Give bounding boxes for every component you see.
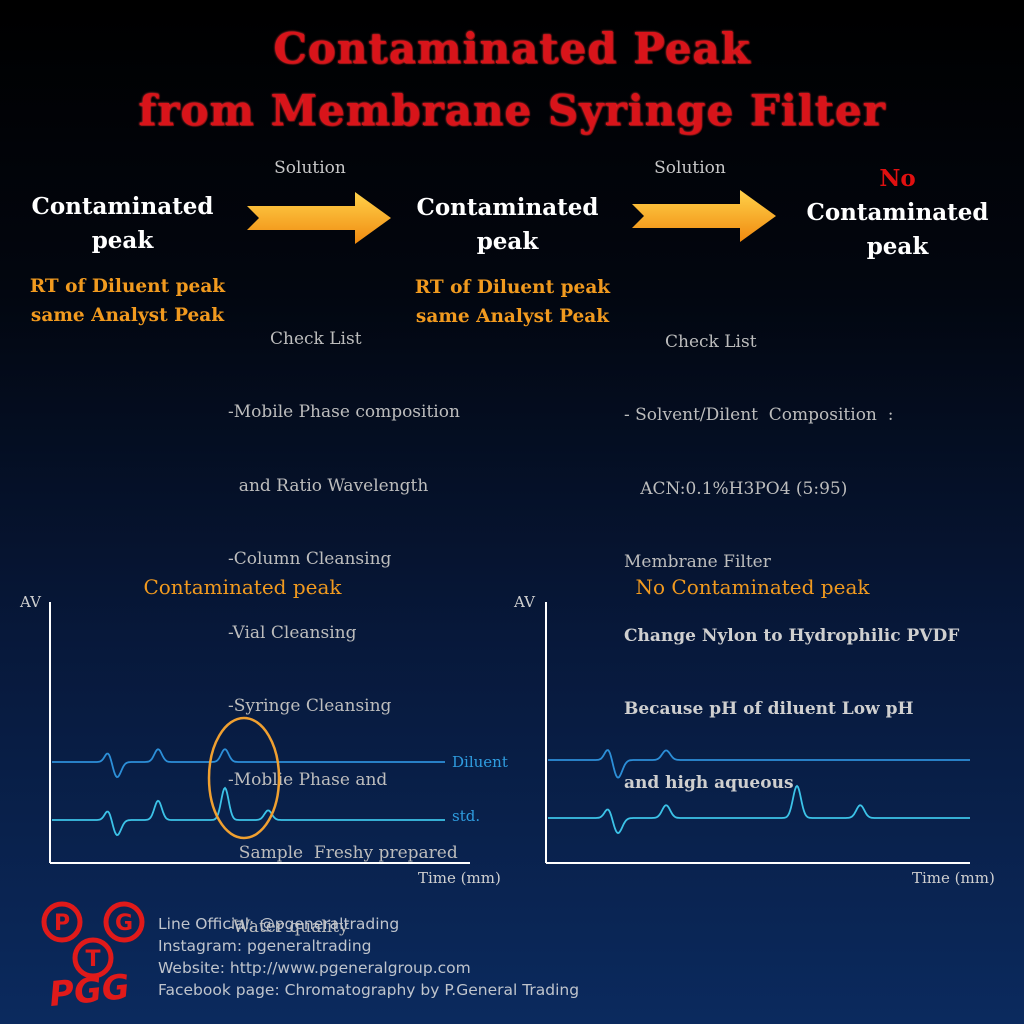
stage-1-line-2: peak [91, 227, 154, 254]
checklist-2-bold-item: and high aqueous [624, 772, 794, 793]
checklist-2-items: - Solvent/Dilent Composition : ACN:0.1%H… [624, 354, 959, 820]
stage-3-no: No [879, 165, 916, 192]
chart-2-y-label: AV [514, 593, 535, 611]
chart-2-series-line-1 [548, 749, 970, 779]
solution-label-1: Solution [274, 158, 346, 178]
rt-note-2-line-1: RT of Diluent peak [414, 277, 611, 298]
footer-contacts: Line Official: @pgeneraltrading Instagra… [158, 913, 579, 1001]
rt-note-1-line-1: RT of Diluent peak [29, 276, 226, 297]
chart-1-x-label: Time (mm) [418, 869, 501, 887]
checklist-2-item: ACN:0.1%H3PO4 (5:95) [624, 478, 848, 499]
chart-1-series-line-2 [52, 786, 445, 837]
chart-1-series-label-std: std. [452, 807, 481, 825]
footer-facebook: Facebook page: Chromatography by P.Gener… [158, 981, 580, 999]
chart-2-plot [545, 602, 970, 864]
stage-3-line-2: peak [866, 233, 929, 260]
stage-3-no-contaminated-peak: No Contaminated peak [795, 162, 1000, 264]
footer-website: Website: http://www.pgeneralgroup.com [158, 959, 471, 977]
stage-2-contaminated-peak: Contaminated peak [405, 191, 610, 259]
arrow-right-icon [247, 192, 391, 244]
checklist-2-heading: Check List [665, 332, 757, 352]
checklist-1-item: and Ratio Wavelength [228, 475, 429, 496]
logo-letter-t: T [85, 947, 100, 972]
chart-1-series-line-1 [52, 748, 445, 779]
stage-2-line-2: peak [476, 228, 539, 255]
checklist-1-item: -Water quality [228, 916, 349, 937]
chart-1-y-label: AV [20, 593, 41, 611]
chart-2-title: No Contaminated peak [635, 575, 870, 599]
checklist-1-heading: Check List [270, 329, 362, 349]
chart-1-plot [49, 602, 470, 864]
checklist-2-item: Membrane Filter [624, 552, 771, 572]
rt-note-2-line-2: same Analyst Peak [415, 306, 610, 327]
stage-1-contaminated-peak: Contaminated peak [20, 190, 225, 258]
title-line-2: from Membrane Syringe Filter [138, 86, 886, 135]
logo-script-pgg: PGG [47, 967, 131, 1010]
footer-line-official: Line Official: @pgeneraltrading [158, 915, 400, 933]
chart-2-series-line-2 [548, 784, 970, 835]
logo-letter-g: G [115, 911, 133, 936]
chart-1-title: Contaminated peak [143, 575, 342, 599]
rt-note-1: RT of Diluent peak same Analyst Peak [10, 272, 245, 330]
checklist-1-item: Sample Freshy prepared [228, 843, 458, 863]
solution-label-2: Solution [654, 158, 726, 178]
checklist-2-bold-item: Because pH of diluent Low pH [624, 699, 914, 719]
checklist-2-bold-item: Change Nylon to Hydrophilic PVDF [624, 625, 960, 646]
chart-2-x-label: Time (mm) [912, 869, 995, 887]
title-line-1: Contaminated Peak [273, 24, 751, 73]
stage-2-line-1: Contaminated [416, 194, 599, 221]
checklist-1-item: -Column Cleansing [228, 549, 392, 569]
checklist-1-item: -Vial Cleansing [228, 622, 357, 643]
checklist-1-item: -Mobile Phase composition [228, 402, 460, 422]
chart-1-highlight-circle [207, 716, 281, 840]
chart-1-series-label-diluent: Diluent [452, 753, 508, 771]
checklist-1-item: -Moblie Phase and [228, 769, 388, 790]
checklist-1-items: -Mobile Phase composition and Ratio Wave… [228, 351, 460, 964]
stage-3-line-1: Contaminated [806, 199, 989, 226]
rt-note-2: RT of Diluent peak same Analyst Peak [395, 273, 630, 331]
footer-instagram: Instagram: pgeneraltrading [158, 937, 372, 955]
pgt-logo-icon: P G T PGG [41, 901, 145, 1010]
stage-1-line-1: Contaminated [31, 193, 214, 220]
checklist-2-item: - Solvent/Dilent Composition : [624, 405, 894, 425]
arrow-right-icon [632, 190, 776, 242]
checklist-1-item: -Syringe Cleansing [228, 696, 392, 716]
rt-note-1-line-2: same Analyst Peak [30, 305, 225, 326]
logo-letter-p: P [54, 911, 70, 936]
